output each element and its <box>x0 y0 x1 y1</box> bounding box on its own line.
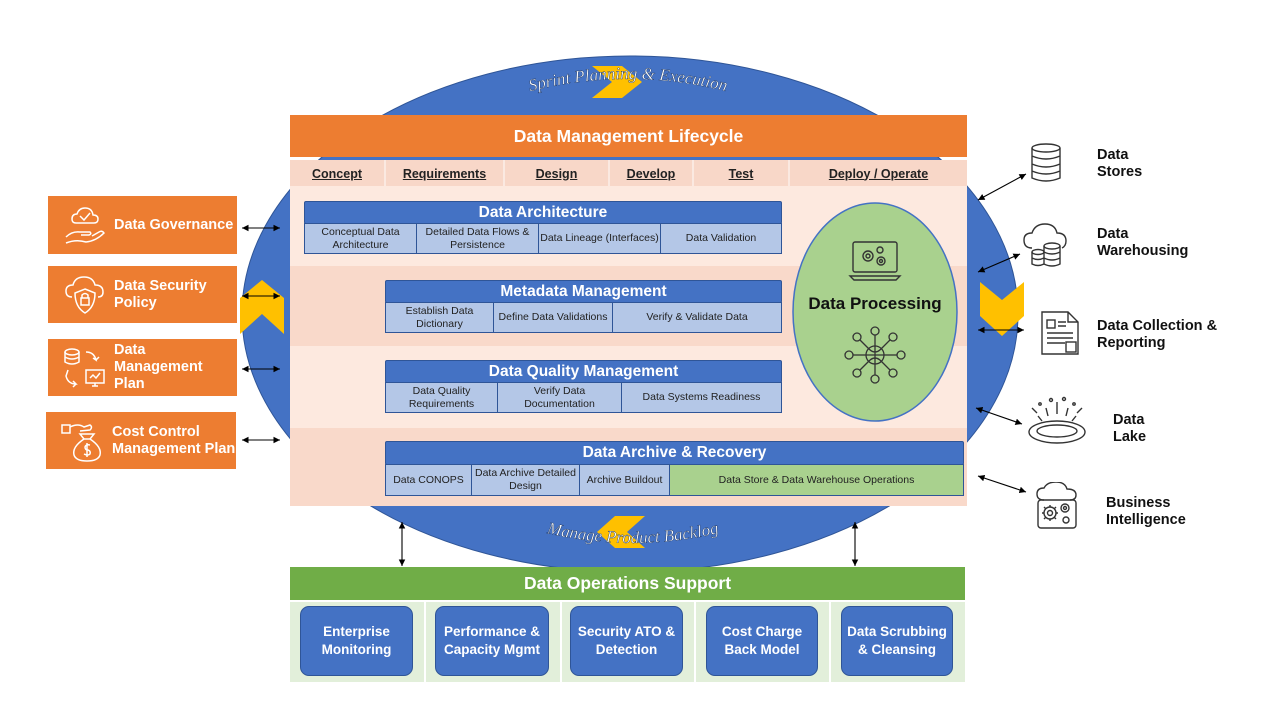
quality-cell-requirements: Data Quality Requirements <box>385 382 498 413</box>
phase-requirements: Requirements <box>402 166 487 181</box>
laptop-gears-icon <box>848 241 902 281</box>
database-stack-icon <box>1031 143 1061 182</box>
lake-splash-icon <box>1028 396 1086 444</box>
meta-cell-verify: Verify & Validate Data <box>612 302 782 333</box>
phase-test: Test <box>728 166 754 181</box>
archive-cell-conops: Data CONOPS <box>385 464 472 496</box>
data-governance-box: Data Governance <box>48 196 237 254</box>
cost-control-plan-box: Cost Control Management Plan <box>46 412 236 469</box>
data-lake-label: Data Lake <box>1113 412 1147 445</box>
ops-security-ato: Security ATO & Detection <box>570 606 683 676</box>
quality-cell-readiness: Data Systems Readiness <box>621 382 782 413</box>
phase-design: Design <box>535 166 578 181</box>
phase-develop: Develop <box>626 166 676 181</box>
arch-cell-validation: Data Validation <box>660 223 782 254</box>
cloud-database-icon <box>1023 223 1067 267</box>
top-chevron <box>592 66 642 98</box>
right-chevron <box>980 282 1024 336</box>
data-management-plan-box: Data Management Plan <box>48 339 237 396</box>
database-cycle-icon <box>64 347 105 388</box>
arch-cell-conceptual: Conceptual Data Architecture <box>304 223 417 254</box>
data-security-policy-box: Data Security Policy <box>48 266 237 323</box>
ops-data-scrubbing: Data Scrubbing & Cleansing <box>841 606 953 676</box>
arch-cell-flows: Detailed Data Flows & Persistence <box>416 223 539 254</box>
data-collection-reporting-label: Data Collection & Reporting <box>1097 318 1218 351</box>
data-processing-ellipse <box>792 202 958 422</box>
meta-cell-validations: Define Data Validations <box>493 302 613 333</box>
hand-cloud-check-icon <box>65 207 105 244</box>
data-governance-label: Data Governance <box>114 216 234 233</box>
data-quality-title: Data Quality Management <box>385 360 782 383</box>
phase-header-band <box>290 160 967 186</box>
report-document-icon <box>1041 311 1079 355</box>
archive-cell-operations: Data Store & Data Warehouse Operations <box>669 464 964 496</box>
operations-title: Data Operations Support <box>290 567 965 600</box>
archive-cell-buildout: Archive Buildout <box>579 464 670 496</box>
ops-performance-capacity: Performance & Capacity Mgmt <box>435 606 549 676</box>
data-processing-label: Data Processing <box>808 294 942 313</box>
cost-control-plan-label: Cost Control Management Plan <box>112 423 236 457</box>
data-security-policy-label: Data Security Policy <box>114 277 207 311</box>
network-hub-icon <box>844 326 906 384</box>
phase-concept: Concept <box>312 166 362 181</box>
meta-cell-dictionary: Establish Data Dictionary <box>385 302 494 333</box>
data-management-plan-label: Data Management Plan <box>114 342 203 392</box>
phase-deploy-operate: Deploy / Operate <box>828 166 929 181</box>
data-stores-label: Data Stores <box>1097 147 1143 180</box>
ops-enterprise-monitoring: Enterprise Monitoring <box>300 606 413 676</box>
data-warehousing-label: Data Warehousing <box>1097 226 1189 259</box>
money-bag-hand-icon <box>61 423 102 462</box>
bottom-chevron <box>597 516 645 548</box>
lifecycle-title: Data Management Lifecycle <box>290 115 967 157</box>
business-intelligence-label: Business Intelligence <box>1106 495 1186 528</box>
arch-cell-lineage: Data Lineage (Interfaces) <box>538 223 661 254</box>
cloud-shield-lock-icon <box>65 275 104 314</box>
ops-cost-chargeback: Cost Charge Back Model <box>706 606 818 676</box>
cloud-gears-icon <box>1036 482 1077 529</box>
archive-cell-design: Data Archive Detailed Design <box>471 464 580 496</box>
